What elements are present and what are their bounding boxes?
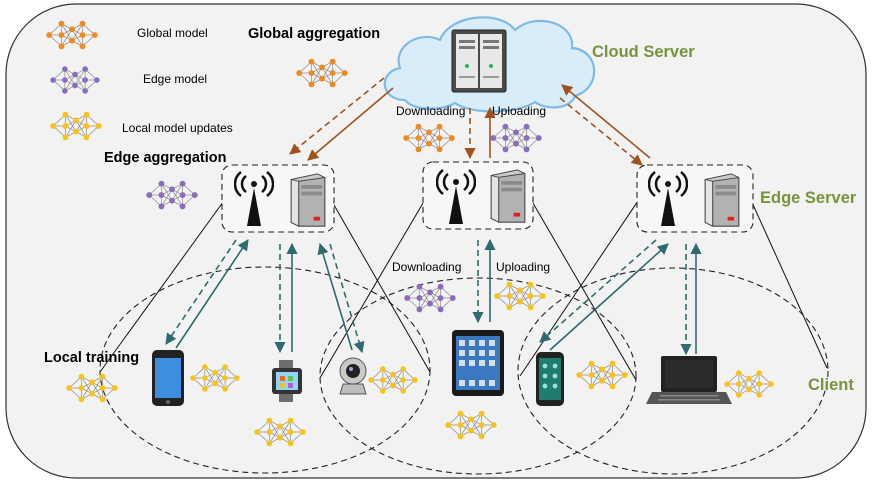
- edge-client-arrows: [165, 238, 702, 356]
- edge-downloading-label: Downloading: [392, 260, 462, 274]
- laptop-icon: [646, 356, 732, 404]
- cloud-edge-arrows: [289, 77, 651, 166]
- legend-edge-model-label: Edge model: [143, 72, 208, 86]
- edge-uploading-label: Uploading: [496, 260, 551, 274]
- legend-global-model-label: Global model: [137, 26, 208, 40]
- android-phone-icon: [536, 352, 564, 406]
- legend-local-model-updates-label: Local model updates: [122, 121, 233, 135]
- webcam-icon: [339, 357, 367, 395]
- coverage-lines: [99, 197, 828, 381]
- smartphone-icon: [152, 350, 184, 406]
- tablet-icon: [452, 330, 504, 396]
- global-aggregation-label: Global aggregation: [248, 26, 381, 42]
- smartwatch-icon: [272, 360, 302, 402]
- edge-server-label: Edge Server: [760, 189, 857, 207]
- client-cluster-middle: [319, 277, 637, 475]
- client-cluster-right: [517, 267, 829, 475]
- cloud-server-label: Cloud Server: [592, 43, 695, 61]
- client-label: Client: [808, 376, 854, 394]
- cloud-server-icon: [451, 29, 507, 93]
- edge-server-icon-middle: [490, 169, 526, 223]
- cloud-uploading-label: Uploading: [492, 104, 547, 118]
- edge-server-icon-left: [290, 173, 326, 227]
- client-cluster-left: [99, 266, 431, 474]
- cloud-downloading-label: Downloading: [396, 104, 466, 118]
- edge-aggregation-label: Edge aggregation: [104, 150, 227, 166]
- edge-server-icon-right: [704, 173, 740, 227]
- outer-frame: [5, 3, 867, 479]
- local-training-label: Local training: [44, 350, 140, 366]
